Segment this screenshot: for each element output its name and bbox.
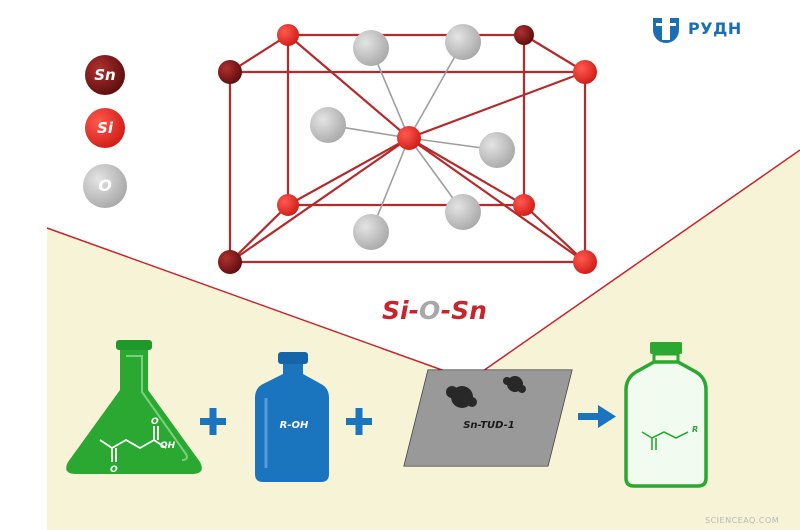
legend-si-label: Si bbox=[97, 119, 113, 137]
tin-atom bbox=[514, 25, 534, 45]
rudn-university-icon bbox=[653, 14, 679, 43]
tin-atom bbox=[218, 60, 242, 84]
formula-dash: - bbox=[408, 296, 419, 325]
legend-o-swatch bbox=[83, 164, 127, 208]
oxygen-atom bbox=[353, 214, 389, 250]
svg-text:O: O bbox=[151, 417, 159, 427]
alcohol-bottle bbox=[255, 352, 329, 482]
flask-oh-label: OH bbox=[160, 441, 176, 451]
legend-sn-swatch bbox=[85, 55, 125, 95]
tin-atom bbox=[218, 250, 242, 274]
silicon-atoms bbox=[277, 24, 597, 274]
plus-sign bbox=[200, 408, 226, 435]
formula-o: O bbox=[418, 296, 441, 325]
levulinic-acid-flask: O O bbox=[66, 340, 202, 475]
oxygen-atom bbox=[353, 30, 389, 66]
silicon-atom bbox=[573, 250, 597, 274]
oxygen-atom bbox=[479, 132, 515, 168]
formula-sn: Sn bbox=[451, 296, 487, 325]
product-r-label: R bbox=[692, 425, 699, 434]
oxygen-atom bbox=[445, 24, 481, 60]
silicon-atom bbox=[573, 60, 597, 84]
formula-dash: - bbox=[440, 296, 452, 325]
zoom-line-left bbox=[46, 227, 471, 381]
product-bottle bbox=[624, 342, 708, 488]
watermark: SCIENCEAQ.COM bbox=[705, 516, 780, 525]
catalyst-label: Sn-TUD-1 bbox=[463, 420, 515, 431]
arrow-right-icon bbox=[578, 405, 616, 428]
legend-o-label: O bbox=[98, 176, 112, 195]
lattice-bonds bbox=[228, 33, 587, 264]
lower-background bbox=[47, 150, 800, 530]
plus-sign bbox=[346, 408, 372, 435]
tin-atoms bbox=[218, 25, 534, 274]
silicon-atom bbox=[397, 126, 421, 150]
silicon-atom bbox=[277, 194, 299, 216]
legend-sn-label: Sn bbox=[94, 66, 116, 84]
si-o-sn-formula: Si-O-Sn bbox=[382, 296, 487, 325]
silicon-atom bbox=[513, 194, 535, 216]
oxygen-atom bbox=[310, 107, 346, 143]
logo-text: РУДН bbox=[688, 19, 742, 38]
legend-si-swatch bbox=[85, 108, 125, 148]
formula-si: Si bbox=[382, 296, 409, 325]
oxygen-atom bbox=[445, 194, 481, 230]
oxygen-atoms bbox=[310, 24, 515, 250]
svg-text:O: O bbox=[110, 465, 118, 475]
zoom-line-right bbox=[469, 149, 800, 381]
catalyst-tem-image bbox=[403, 369, 573, 467]
silicon-atom bbox=[277, 24, 299, 46]
bottle-r-oh-label: R-OH bbox=[279, 420, 309, 431]
